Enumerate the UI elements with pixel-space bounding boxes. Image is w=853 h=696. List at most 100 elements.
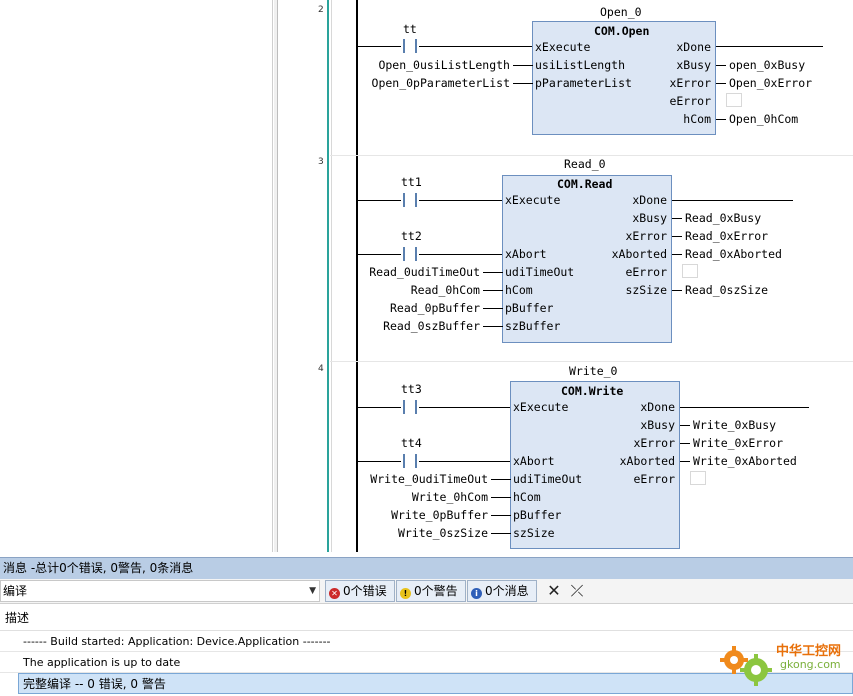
wire [358, 407, 401, 408]
fb-input-pin[interactable]: usiListLength [535, 58, 626, 72]
clear-all-messages-icon[interactable]: ⤫ [570, 581, 584, 600]
messages-panel-header[interactable]: 消息 -总计0个错误, 0警告, 0条消息 [0, 557, 853, 579]
input-variable[interactable]: Open_0pParameterList [371, 76, 510, 90]
fb-output-pin[interactable]: eError [625, 265, 667, 279]
fb-output-pin[interactable]: xDone [676, 40, 711, 54]
chevron-down-icon[interactable]: ▼ [309, 586, 316, 596]
input-variable[interactable]: Read_0hCom [410, 283, 480, 297]
input-variable[interactable]: Write_0hCom [411, 490, 488, 504]
input-variable[interactable]: Read_0pBuffer [389, 301, 480, 315]
contact-label[interactable]: tt [403, 22, 417, 36]
clear-messages-icon[interactable]: ✕ [547, 581, 561, 600]
network-number: 3 [318, 157, 324, 167]
empty-output-box[interactable] [682, 264, 698, 278]
output-variable[interactable]: Write_0xError [693, 436, 784, 450]
fb-input-pin[interactable]: xExecute [535, 40, 591, 54]
fb-output-pin[interactable]: xDone [632, 193, 667, 207]
function-block-read[interactable] [502, 175, 672, 343]
fb-instance-name[interactable]: Read_0 [564, 157, 606, 171]
wire [358, 254, 401, 255]
empty-output-box[interactable] [726, 93, 742, 107]
watermark-logo: 中华工控网 gkong.com [720, 640, 850, 688]
output-variable[interactable]: Read_0xBusy [685, 211, 762, 225]
contact-label[interactable]: tt4 [401, 436, 422, 450]
fb-output-pin[interactable]: xError [633, 436, 675, 450]
fb-output-pin[interactable]: xError [625, 229, 667, 243]
output-variable[interactable]: Read_0xError [685, 229, 769, 243]
message-row[interactable]: 完整编译 -- 0 错误, 0 警告 [18, 673, 853, 694]
messages-list[interactable]: 描述 ------ Build started: Application: De… [0, 605, 853, 696]
message-row[interactable]: The application is up to date [0, 652, 853, 673]
input-variable[interactable]: Open_0usiListLength [378, 58, 510, 72]
fb-input-pin[interactable]: hCom [513, 490, 541, 504]
message-row[interactable]: ------ Build started: Application: Devic… [0, 631, 853, 652]
wire [680, 425, 690, 426]
contact-label[interactable]: tt3 [401, 382, 422, 396]
fb-input-pin[interactable]: pBuffer [513, 508, 562, 522]
wire [491, 533, 511, 534]
fb-output-pin[interactable]: hCom [683, 112, 711, 126]
message-category-select[interactable]: 编译 ▼ [0, 580, 320, 602]
wire [483, 326, 503, 327]
input-variable[interactable]: Write_0szSize [397, 526, 488, 540]
input-variable[interactable]: Write_0udiTimeOut [370, 472, 488, 486]
function-block-write[interactable] [510, 381, 680, 549]
fb-input-pin[interactable]: xAbort [505, 247, 547, 261]
contact[interactable] [401, 454, 419, 468]
error-icon: ✕ [329, 588, 340, 599]
output-variable[interactable]: Open_0xError [729, 76, 813, 90]
output-variable[interactable]: Read_0xAborted [685, 247, 782, 261]
fb-input-pin[interactable]: pBuffer [505, 301, 554, 315]
output-variable[interactable]: open_0xBusy [729, 58, 806, 72]
fb-input-pin[interactable]: pParameterList [535, 76, 632, 90]
input-variable[interactable]: Write_0pBuffer [391, 508, 488, 522]
wire [419, 461, 511, 462]
fb-output-pin[interactable]: eError [669, 94, 711, 108]
warnings-filter-button[interactable]: !0个警告 [396, 580, 466, 602]
input-variable[interactable]: Read_0szBuffer [383, 319, 480, 333]
fb-input-pin[interactable]: szBuffer [505, 319, 561, 333]
fb-output-pin[interactable]: xDone [640, 400, 675, 414]
output-variable[interactable]: Write_0xAborted [693, 454, 797, 468]
contact[interactable] [401, 39, 419, 53]
output-variable[interactable]: Open_0hCom [729, 112, 799, 126]
contact[interactable] [401, 247, 419, 261]
fb-output-pin[interactable]: xBusy [676, 58, 711, 72]
function-block-open[interactable] [532, 21, 716, 135]
wire [680, 461, 690, 462]
device-tree-pane[interactable] [0, 0, 273, 552]
contact[interactable] [401, 193, 419, 207]
output-variable[interactable]: Write_0xBusy [693, 418, 777, 432]
fb-instance-name[interactable]: Write_0 [569, 364, 618, 378]
input-variable[interactable]: Read_0udiTimeOut [369, 265, 480, 279]
contact-label[interactable]: tt2 [401, 229, 422, 243]
fb-output-pin[interactable]: szSize [625, 283, 667, 297]
pane-splitter[interactable] [274, 0, 278, 552]
description-column-header[interactable]: 描述 [0, 605, 853, 631]
fb-output-pin[interactable]: eError [633, 472, 675, 486]
fb-output-pin[interactable]: xError [669, 76, 711, 90]
wire [680, 407, 809, 408]
fb-input-pin[interactable]: xAbort [513, 454, 555, 468]
fb-input-pin[interactable]: hCom [505, 283, 533, 297]
empty-output-box[interactable] [690, 471, 706, 485]
fb-output-pin[interactable]: xAborted [611, 247, 667, 261]
fb-input-pin[interactable]: szSize [513, 526, 555, 540]
fb-input-pin[interactable]: xExecute [505, 193, 561, 207]
fb-output-pin[interactable]: xAborted [619, 454, 675, 468]
output-variable[interactable]: Read_0szSize [685, 283, 769, 297]
fb-input-pin[interactable]: udiTimeOut [513, 472, 583, 486]
contact-label[interactable]: tt1 [401, 175, 422, 189]
fb-instance-name[interactable]: Open_0 [600, 5, 642, 19]
info-icon: i [471, 588, 482, 599]
fb-output-pin[interactable]: xBusy [632, 211, 667, 225]
watermark-url: gkong.com [780, 658, 841, 671]
wire [513, 65, 533, 66]
contact[interactable] [401, 400, 419, 414]
fb-input-pin[interactable]: xExecute [513, 400, 569, 414]
errors-filter-button[interactable]: ✕0个错误 [325, 580, 395, 602]
fb-input-pin[interactable]: udiTimeOut [505, 265, 575, 279]
fb-output-pin[interactable]: xBusy [640, 418, 675, 432]
